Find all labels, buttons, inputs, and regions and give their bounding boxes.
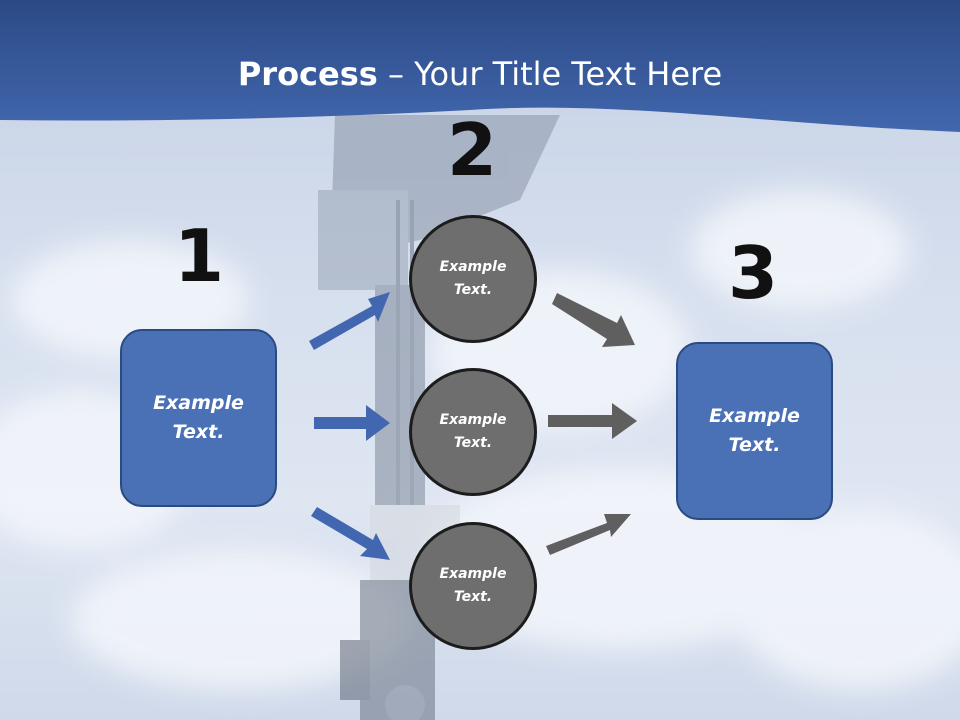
blue-arrow-right-icon [314,405,390,441]
step-number-2: 2 [446,108,498,192]
blue-arrow-up-icon [309,292,390,350]
title-rest: – Your Title Text Here [377,55,723,93]
gray-arrow-up-icon [546,514,631,555]
slide-title: Process – Your Title Text Here [0,52,960,96]
circle-bottom-line1: Example [439,566,507,582]
left-box: Example Text. [120,329,277,507]
circle-middle-line1: Example [439,412,507,428]
step-number-1: 1 [173,214,225,298]
gray-arrow-down-icon [552,293,635,347]
right-box: Example Text. [676,342,833,520]
left-box-line2: Text. [172,421,225,443]
title-banner [0,0,960,132]
circle-middle-line2: Text. [453,435,493,451]
circle-bottom: Example Text. [409,522,537,650]
right-box-line1: Example [709,405,800,427]
step-number-3: 3 [727,231,779,315]
circle-top: Example Text. [409,215,537,343]
circle-middle: Example Text. [409,368,537,496]
left-box-line1: Example [153,392,244,414]
right-box-line2: Text. [728,434,781,456]
circle-bottom-line2: Text. [453,589,493,605]
circle-top-line1: Example [439,259,507,275]
blue-arrow-down-icon [311,507,390,560]
title-bold: Process [237,55,378,93]
gray-arrow-right-icon [548,403,637,439]
circle-top-line2: Text. [453,282,493,298]
